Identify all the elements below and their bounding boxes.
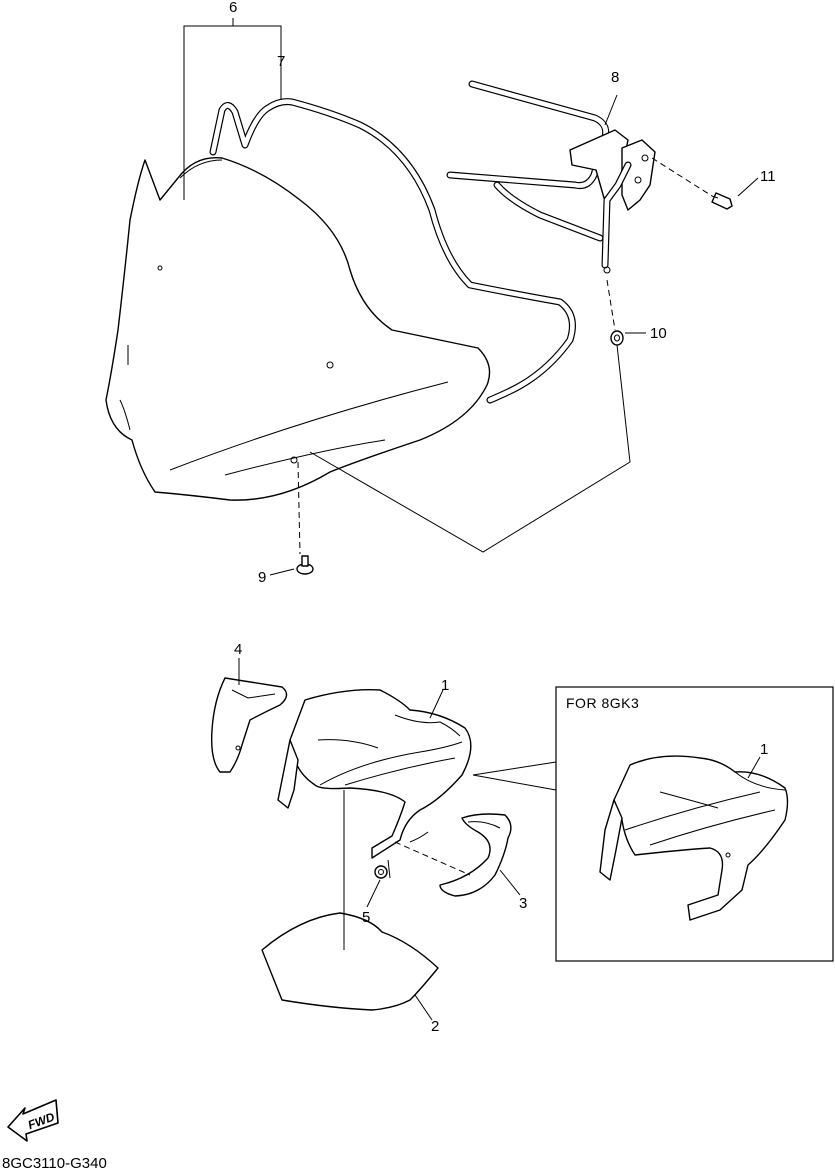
inset-title: FOR 8GK3 <box>566 695 639 711</box>
callout-11: 11 <box>760 168 776 185</box>
callout-8: 8 <box>611 69 619 86</box>
side-cover-part <box>210 677 288 773</box>
callout-9: 9 <box>258 569 266 586</box>
pad-sheet-part <box>261 912 439 1011</box>
inset-callout-1: 1 <box>760 741 768 758</box>
windshield-part <box>105 156 491 501</box>
callout-2: 2 <box>431 1018 439 1035</box>
diagram-code: 8GC3110-G340 <box>2 1155 107 1170</box>
bolt-11-part <box>711 192 733 210</box>
callout-1: 1 <box>441 677 449 694</box>
stay-part <box>446 80 656 274</box>
callout-5: 5 <box>362 909 370 926</box>
grommet-5-part <box>374 865 388 879</box>
bracket-cover-part <box>439 813 512 897</box>
callout-10: 10 <box>650 325 667 342</box>
screw-9-part <box>296 555 314 575</box>
collar-10-part <box>610 330 624 346</box>
callout-7: 7 <box>277 53 285 70</box>
inset-cowling-part <box>599 755 789 921</box>
callout-4: 4 <box>234 641 242 658</box>
fwd-arrow-icon: FWD <box>7 1099 59 1142</box>
callout-3: 3 <box>519 895 527 912</box>
windshield-trim-part <box>209 98 576 404</box>
inset-frame <box>555 686 834 962</box>
cowling-part <box>277 689 472 879</box>
callout-6: 6 <box>229 0 237 16</box>
